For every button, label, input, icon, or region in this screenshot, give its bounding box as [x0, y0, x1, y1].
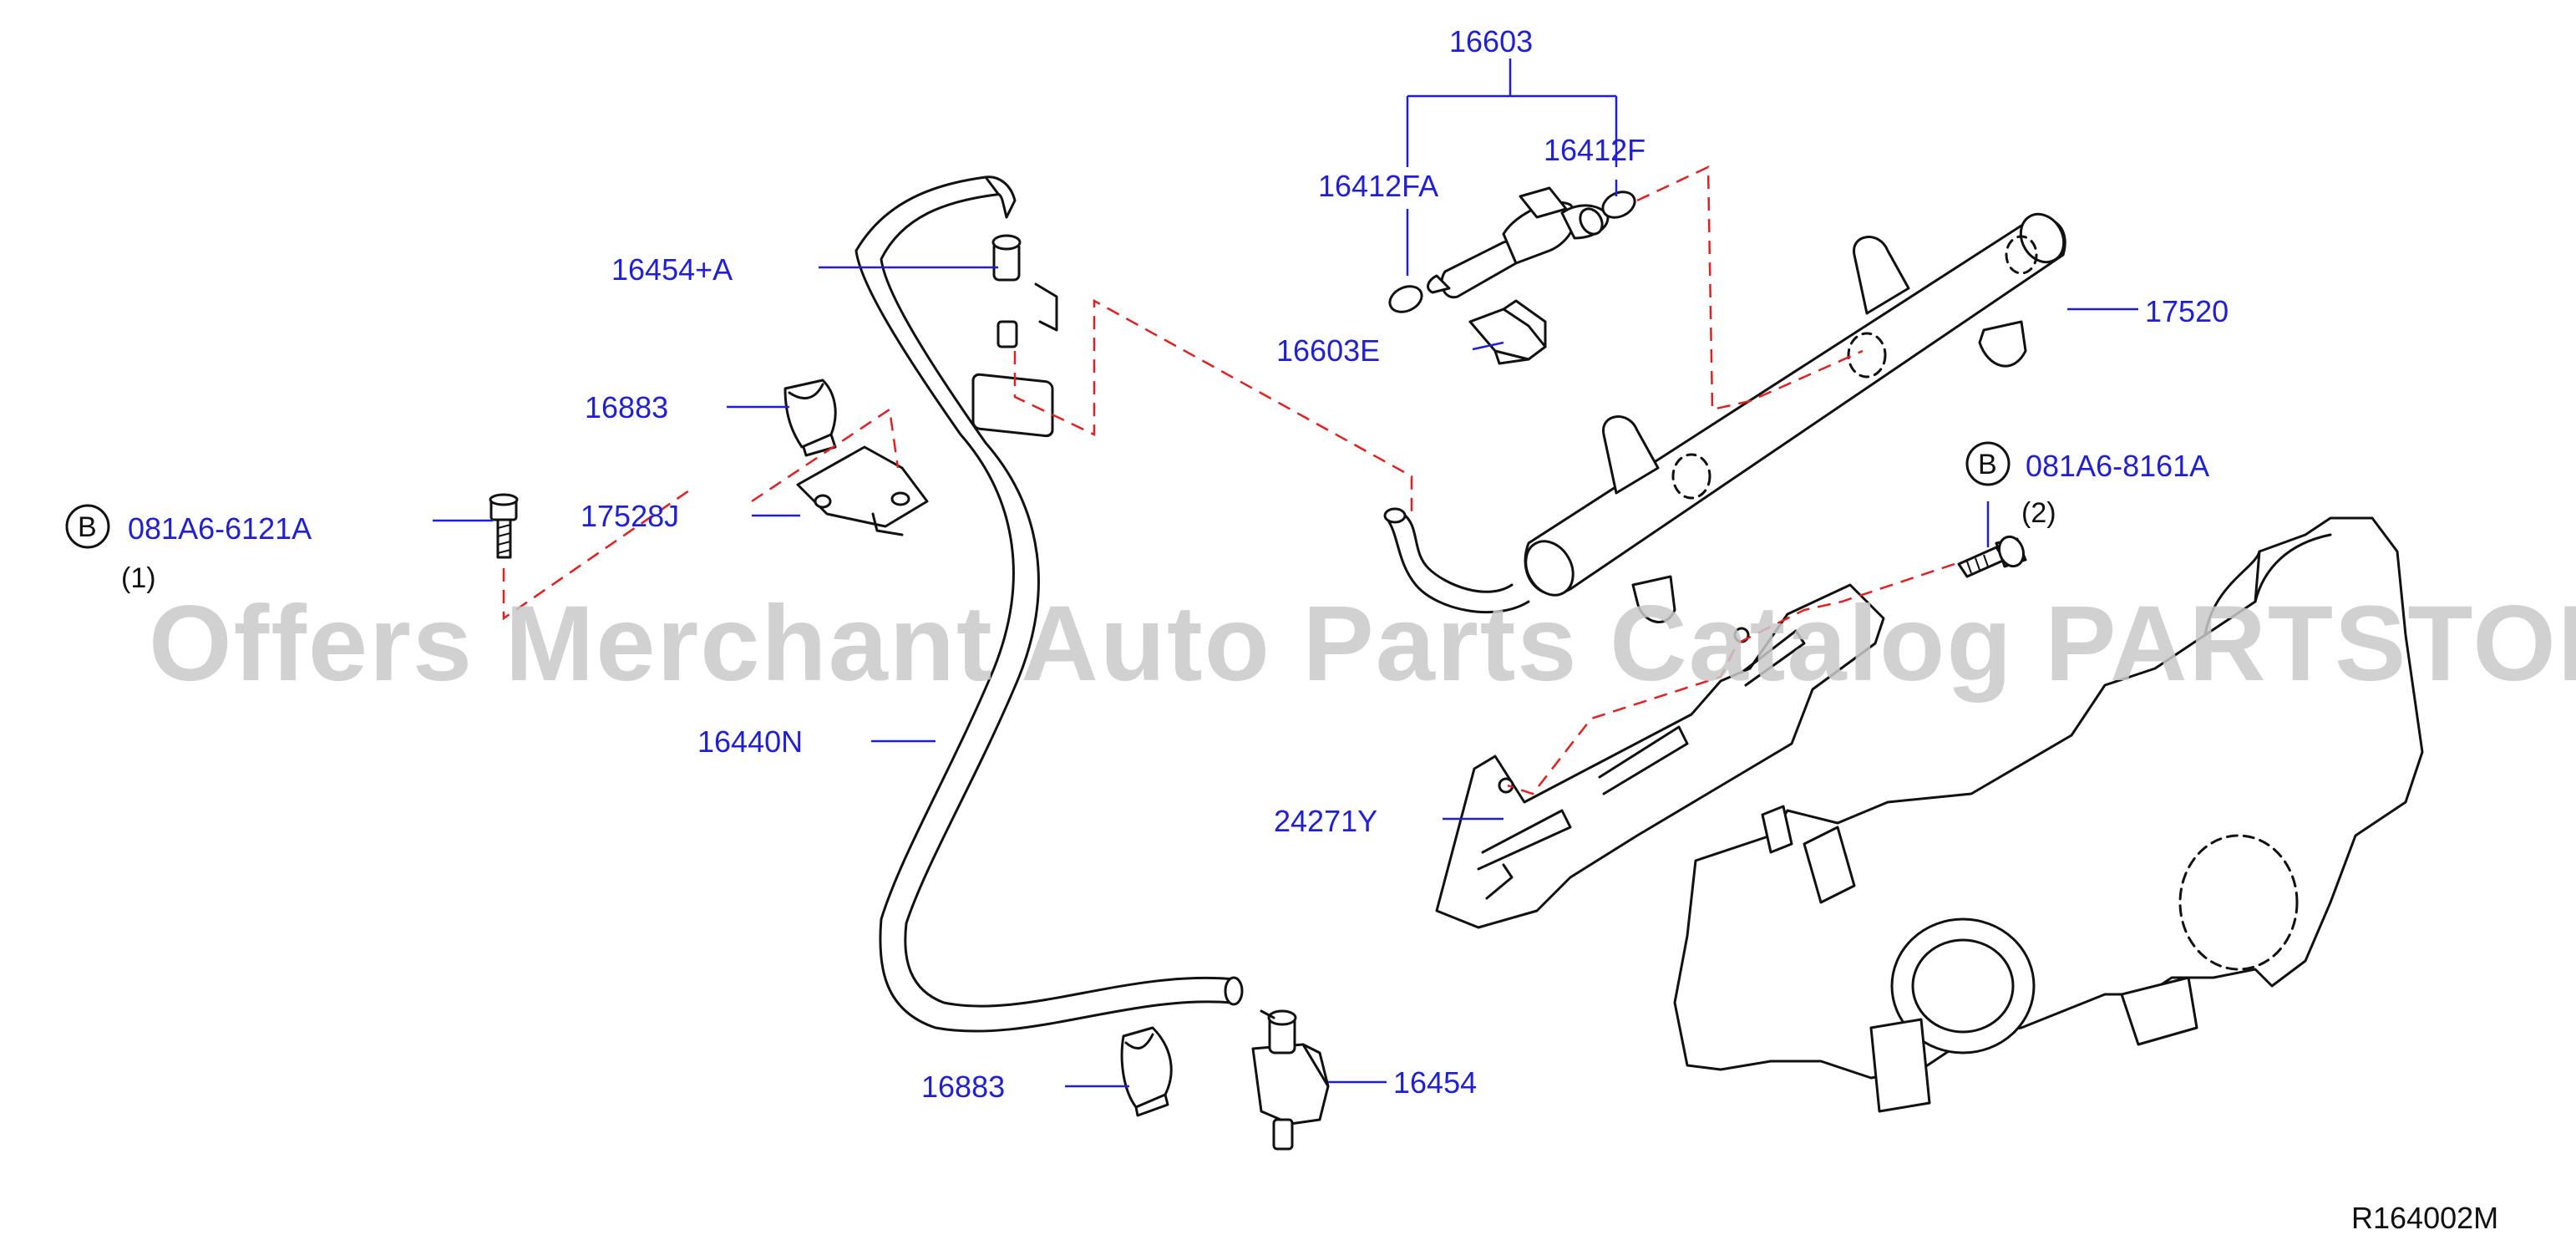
- fuel-rail-drawing: [1383, 212, 2066, 623]
- label-16603[interactable]: 16603: [1449, 24, 1533, 58]
- injector-clip-drawing: [1468, 299, 1547, 365]
- label-16883-upper[interactable]: 16883: [585, 390, 668, 424]
- qty-bolt-right: (2): [2021, 497, 2056, 529]
- label-081A6-6121A[interactable]: 081A6-6121A: [128, 511, 312, 546]
- label-16412FA[interactable]: 16412FA: [1318, 169, 1438, 203]
- o-ring-lower-drawing: [1388, 285, 1423, 313]
- label-17520[interactable]: 17520: [2145, 294, 2229, 328]
- label-16454A[interactable]: 16454+A: [611, 252, 733, 287]
- bolt-callout-right[interactable]: B 081A6-8161A (2): [1965, 441, 2209, 529]
- hose-connector-upper-drawing: [971, 234, 1058, 438]
- label-16603E[interactable]: 16603E: [1276, 333, 1380, 368]
- label-leader-lines: [433, 58, 2138, 1088]
- fuel-hose-drawing: [854, 175, 1244, 1033]
- o-ring-upper-drawing: [1601, 191, 1636, 219]
- intake-manifold-drawing: [1673, 516, 2424, 1113]
- label-17528J[interactable]: 17528J: [581, 499, 679, 533]
- label-24271Y[interactable]: 24271Y: [1274, 804, 1377, 838]
- diagram-reference-code: R164002M: [2351, 1201, 2498, 1235]
- bolt-badge-right-circle: [1965, 441, 2011, 486]
- hose-connector-lower-drawing: [1251, 1009, 1330, 1151]
- hose-clip-upper-drawing: [783, 379, 837, 457]
- bolt-left-drawing: [489, 493, 519, 559]
- label-16440N[interactable]: 16440N: [697, 724, 803, 759]
- label-16454[interactable]: 16454: [1393, 1065, 1477, 1100]
- assembly-dashed-lines: [502, 165, 1955, 795]
- label-16412F[interactable]: 16412F: [1544, 133, 1645, 167]
- hose-clip-lower-drawing: [1120, 1026, 1173, 1117]
- qty-bolt-left: (1): [121, 562, 156, 594]
- label-16883-lower[interactable]: 16883: [921, 1070, 1005, 1104]
- bolt-right-drawing: [1957, 535, 2027, 578]
- bolt-badge-left-circle: [65, 504, 110, 549]
- bolt-callout-left[interactable]: B 081A6-6121A (1): [65, 504, 312, 594]
- bolt-badge-left-letter: B: [78, 511, 97, 543]
- label-081A6-8161A[interactable]: 081A6-8161A: [2026, 449, 2209, 483]
- watermark-text: Offers Merchant Auto Parts Catalog PARTS…: [149, 584, 2576, 704]
- bolt-badge-right-letter: B: [1978, 449, 1997, 480]
- hose-bracket-drawing: [796, 445, 929, 536]
- fuel-injector-drawing: [1427, 186, 1610, 299]
